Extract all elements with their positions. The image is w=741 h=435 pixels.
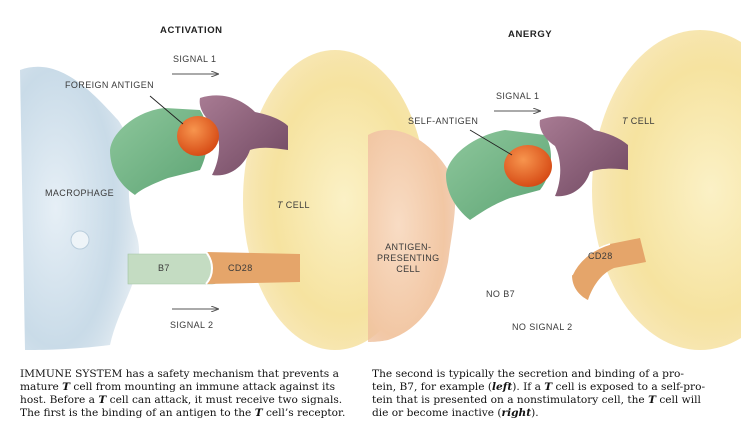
label-macrophage: MACROPHAGE <box>45 188 114 198</box>
self-antigen-molecule <box>504 145 552 187</box>
label-t-cell-left: T CELL <box>277 200 310 210</box>
label-cd28-right: CD28 <box>588 251 613 261</box>
label-signal1-right: SIGNAL 1 <box>496 91 539 101</box>
label-b7: B7 <box>158 263 170 273</box>
b7-molecule <box>128 254 222 284</box>
label-t-cell-right: T CELL <box>622 116 655 126</box>
t-cell-right <box>592 30 741 350</box>
label-self-antigen: SELF-ANTIGEN <box>408 116 478 126</box>
label-signal2-left: SIGNAL 2 <box>170 320 213 330</box>
antigen-presenting-cell <box>368 130 455 342</box>
label-cd28-left: CD28 <box>228 263 253 273</box>
label-no-signal2: NO SIGNAL 2 <box>512 322 573 332</box>
macrophage-cell <box>20 67 139 350</box>
label-foreign-antigen: FOREIGN ANTIGEN <box>65 80 154 90</box>
label-antigen-presenting-cell: ANTIGEN- PRESENTING CELL <box>377 242 440 275</box>
label-no-b7: NO B7 <box>486 289 515 299</box>
caption-right: The second is typically the secretion an… <box>372 368 722 420</box>
foreign-antigen-molecule <box>177 116 219 156</box>
cd28-molecule-left <box>206 252 300 284</box>
title-activation: ACTIVATION <box>160 25 223 36</box>
label-signal1-left: SIGNAL 1 <box>173 54 216 64</box>
title-anergy: ANERGY <box>508 29 552 40</box>
caption-left: IMMUNE SYSTEM has a safety mechanism tha… <box>20 368 365 420</box>
